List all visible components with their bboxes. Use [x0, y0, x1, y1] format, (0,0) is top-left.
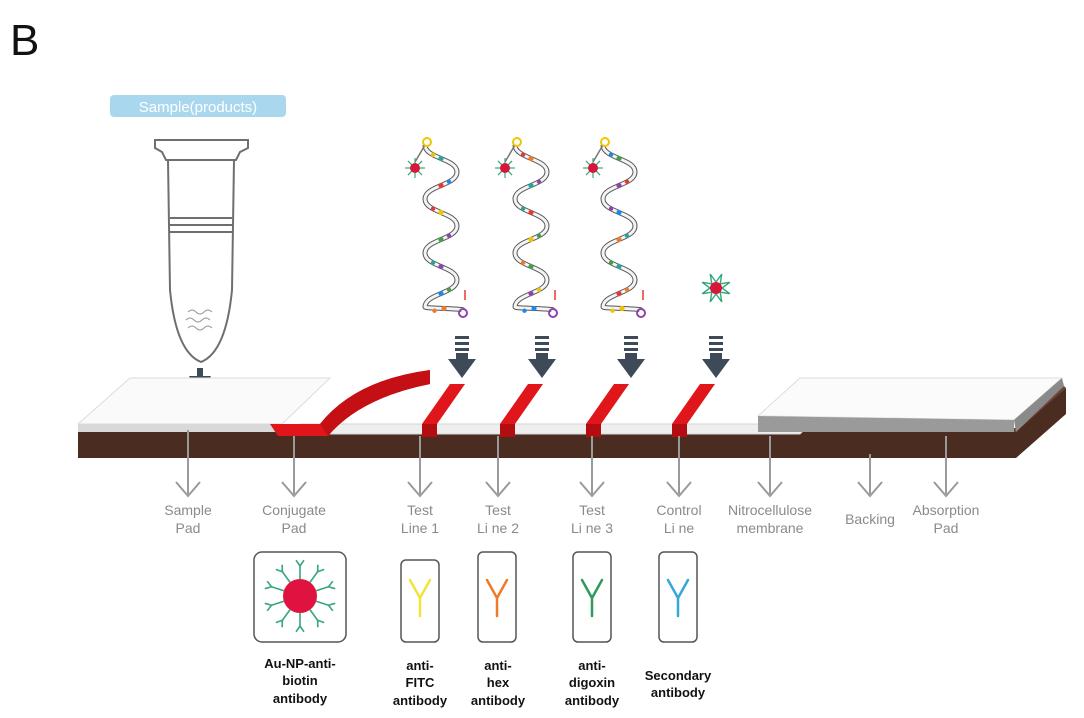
- part-label-line1: Backing: [845, 511, 895, 527]
- part-label-line2: Li ne 2: [477, 520, 519, 536]
- part-label-line2: Line 1: [401, 520, 439, 536]
- reagent-label-line: anti-: [578, 658, 605, 673]
- reagent-label-line: antibody: [565, 693, 620, 708]
- reagent-label-line: digoxin: [569, 675, 615, 690]
- reagent-label-line: biotin: [282, 673, 317, 688]
- part-label-line2: membrane: [737, 520, 804, 536]
- pointer-arrow-icon: [175, 430, 201, 498]
- pointer-arrow-icon: [857, 454, 883, 498]
- part-label-line2: Pad: [176, 520, 201, 536]
- absorption-pad: [756, 377, 1064, 432]
- reagent-label-anti-digoxin: anti- digoxin antibody: [565, 658, 620, 708]
- reagent-label-anti-fitc: anti- FITC antibody: [393, 658, 448, 708]
- reagent-label-line: FITC: [406, 675, 435, 690]
- test-line-1: [422, 384, 465, 437]
- reagent-label-line: Secondary: [645, 668, 712, 683]
- sample-tube-icon: [154, 139, 249, 364]
- strip-backing: [78, 386, 1066, 458]
- reagent-label-line: Au-NP-anti-: [264, 656, 336, 671]
- antibody-icon: [666, 578, 690, 618]
- antibody-icon: [408, 578, 432, 618]
- reagent-label-line: antibody: [273, 691, 328, 706]
- part-label-line1: Test: [485, 502, 511, 518]
- part-label-line1: Sample: [164, 502, 212, 518]
- pointer-arrow-icon: [666, 436, 692, 498]
- part-label-line1: Absorption: [913, 502, 980, 518]
- reagent-label-line: anti-: [406, 658, 433, 673]
- nanoparticle-antibody-icon: [264, 559, 336, 633]
- reagent-label-line: hex: [487, 675, 510, 690]
- nitrocellulose-membrane: [288, 423, 812, 435]
- reagent-label-secondary: Secondary antibody: [645, 668, 712, 700]
- reagent-label-line: antibody: [393, 693, 448, 708]
- dna-amplicon-icon: [405, 137, 468, 318]
- reagent-label-au-np: Au-NP-anti- biotin antibody: [264, 656, 336, 706]
- pointer-arrow-icon: [579, 436, 605, 498]
- flow-arrow-icon: [448, 336, 476, 378]
- pointer-arrow-icon: [485, 436, 511, 498]
- reagent-box-au-np: [253, 551, 347, 643]
- sample-tag: Sample(products): [110, 95, 286, 117]
- flow-arrow-icon: [702, 336, 730, 378]
- dna-amplicon-icon: [583, 137, 646, 318]
- conjugate-pad: [270, 370, 430, 436]
- part-label-line2: Li ne 3: [571, 520, 613, 536]
- panel-letter: B: [10, 16, 39, 65]
- part-label-line2: Li ne: [664, 520, 695, 536]
- part-label-line2: Pad: [282, 520, 307, 536]
- test-line-3: [586, 384, 629, 437]
- pointer-arrow-icon: [933, 436, 959, 498]
- gold-nanoparticle-icon: [701, 273, 731, 303]
- reagent-label-anti-hex: anti- hex antibody: [471, 658, 526, 708]
- reagent-label-line: antibody: [651, 685, 706, 700]
- reagent-box-anti-hex: [477, 551, 517, 643]
- part-label-line1: Test: [407, 502, 433, 518]
- pointer-arrow-icon: [757, 436, 783, 498]
- flow-arrow-icon: [617, 336, 645, 378]
- part-label-line1: Nitrocellulose: [728, 502, 812, 518]
- pointer-arrow-icon: [407, 436, 433, 498]
- reagent-label-line: anti-: [484, 658, 511, 673]
- sample-pad: [76, 377, 332, 432]
- antibody-icon: [580, 578, 604, 618]
- part-label-line1: Conjugate: [262, 502, 326, 518]
- reagent-label-line: antibody: [471, 693, 526, 708]
- antibody-icon: [485, 578, 509, 618]
- dna-amplicon-icon: [495, 137, 558, 318]
- reagent-box-anti-digoxin: [572, 551, 612, 643]
- flow-arrow-icon: [528, 336, 556, 378]
- reagent-box-secondary: [658, 551, 698, 643]
- part-label-line2: Pad: [934, 520, 959, 536]
- test-line-2: [500, 384, 543, 437]
- sample-tag-label: Sample(products): [139, 99, 257, 116]
- part-label-line1: Test: [579, 502, 605, 518]
- reagent-box-anti-fitc: [400, 559, 440, 643]
- part-label-line1: Control: [656, 502, 701, 518]
- pointer-arrow-icon: [281, 436, 307, 498]
- control-line: [672, 384, 715, 437]
